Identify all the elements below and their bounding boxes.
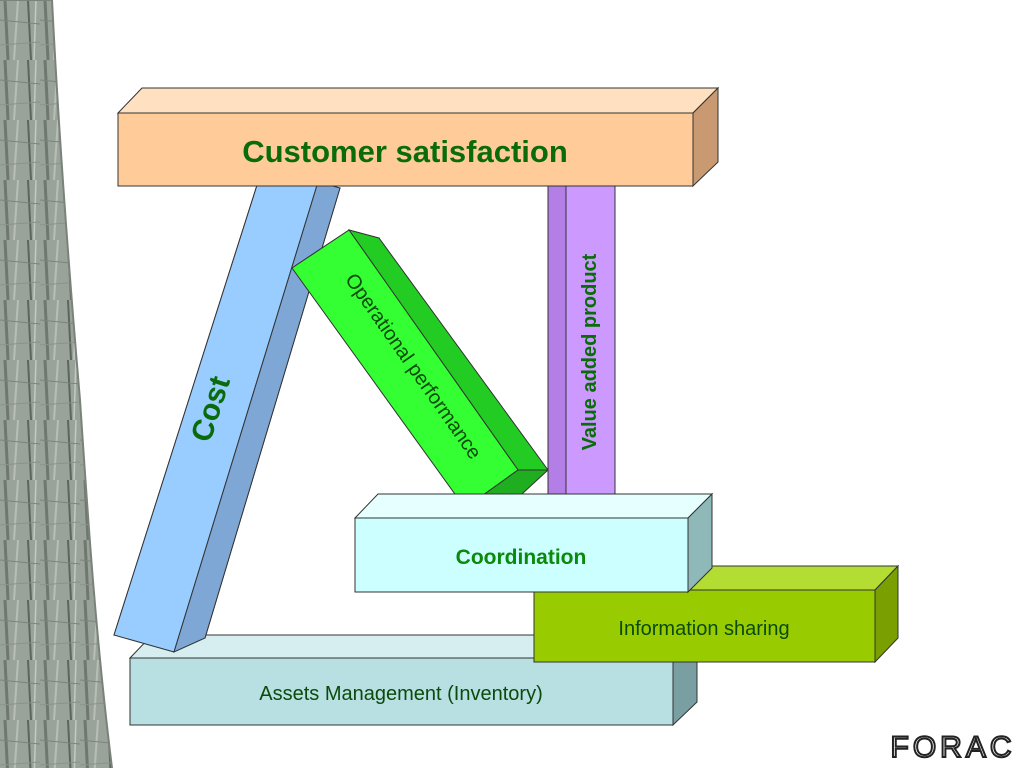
forac-logo-text: FORAC	[891, 731, 1016, 764]
value-added-product-label: Value added product	[579, 253, 601, 450]
customer-satisfaction-label: Customer satisfaction	[242, 134, 568, 169]
tree-bark-background	[0, 0, 113, 768]
assets-management-label: Assets Management (Inventory)	[259, 683, 542, 705]
beam-customer-satisfaction: Customer satisfaction	[116, 86, 720, 188]
beam-value-added-product: Value added product	[546, 185, 616, 523]
forac-logo: FORAC	[890, 730, 1016, 765]
information-sharing-label: Information sharing	[618, 618, 789, 640]
beam-coordination: Coordination	[353, 492, 714, 594]
beam-cost: Cost	[113, 181, 341, 653]
coordination-label: Coordination	[456, 546, 587, 569]
beam-operational-performance: Operational performance	[290, 229, 550, 518]
